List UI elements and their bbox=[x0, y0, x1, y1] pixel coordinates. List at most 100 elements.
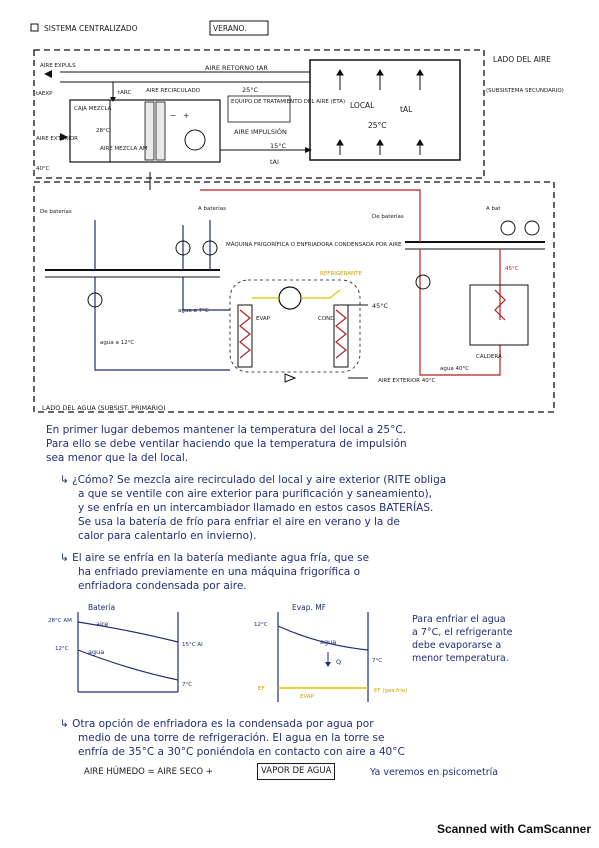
aire-exterior-bottom: AIRE EXTERIOR 40°C bbox=[378, 378, 436, 384]
side-note-1: Para enfriar el agua bbox=[412, 614, 506, 625]
boiler bbox=[469, 284, 529, 346]
note-line-11: enfriadora condensada por aire. bbox=[78, 580, 247, 592]
pump-icon-1 bbox=[175, 240, 191, 256]
equipo-label: EQUIPO DE TRATAMIENTO DEL AIRE (ETA) bbox=[231, 99, 345, 105]
pump-icon-6 bbox=[415, 274, 431, 290]
season-box bbox=[209, 20, 269, 36]
side-note-2: a 7°C, el refrigerante bbox=[412, 627, 513, 638]
graph1-end-bottom: 7°C bbox=[182, 682, 192, 688]
note-line-8: calor para calentarlo en invierno). bbox=[78, 530, 257, 542]
note-line-1: En primer lugar debemos mantener la temp… bbox=[46, 424, 407, 436]
heat-arrow-icon bbox=[325, 662, 331, 667]
caja-mezcla-label: CAJA MEZCLA bbox=[74, 106, 112, 112]
refr-temp: 45°C bbox=[372, 302, 389, 310]
aire-exterior-label: AIRE EXTERIOR bbox=[36, 136, 78, 142]
note-line-2: Para ello se debe ventilar haciendo que … bbox=[46, 438, 407, 450]
hvac-diagram: SISTEMA CENTRALIZADO VERANO. LADO DEL AI… bbox=[30, 20, 564, 413]
note-line-7: Se usa la batería de frío para enfriar e… bbox=[78, 516, 400, 528]
t-al-label: tAL bbox=[400, 105, 413, 114]
note-line-9: ↳ El aire se enfría en la batería median… bbox=[60, 552, 370, 564]
chiller-boundary bbox=[229, 279, 361, 373]
note-q1: ↳ Otra opción de enfriadora es la conden… bbox=[60, 718, 374, 730]
t-aexp-label: tAEXP bbox=[36, 91, 53, 97]
graph1-end-top: 15°C AI bbox=[182, 642, 203, 648]
mix-temp: 28°C bbox=[96, 128, 110, 134]
aire-retorno-label: AIRE RETORNO tAR bbox=[205, 64, 268, 72]
note-q4a: AIRE HÚMEDO = AIRE SECO + bbox=[84, 767, 213, 777]
graph1-y-top: 28°C AM bbox=[48, 618, 72, 624]
graph1-line-bottom: agua bbox=[88, 648, 104, 656]
aire-mezcla-label: AIRE MEZCLA AM bbox=[100, 146, 148, 152]
side-note-4: menor temperatura. bbox=[412, 653, 509, 664]
plus-sign: + bbox=[183, 111, 189, 120]
graphs: Batería 28°C AM 12°C aire agua 15°C AI 7… bbox=[48, 603, 407, 702]
graph1-title: Batería bbox=[88, 603, 115, 612]
right-water-pipes bbox=[200, 189, 501, 376]
note-line-6: y se enfría en un intercambiador llamado… bbox=[78, 502, 434, 514]
agua-12-label: agua a 12°C bbox=[100, 340, 134, 346]
graph2-y-top: 12°C bbox=[254, 622, 268, 628]
note-q4b: VAPOR DE AGUA bbox=[257, 763, 336, 780]
graph1-water-curve bbox=[77, 649, 179, 681]
note-q4c: Ya veremos en psicometría bbox=[370, 767, 499, 778]
graph2-evap-label: EVAP bbox=[300, 694, 315, 700]
note-q2: medio de una torre de refrigeración. El … bbox=[78, 732, 385, 744]
agua-40-label: agua 40°C bbox=[440, 366, 469, 372]
air-side-boundary bbox=[33, 49, 485, 179]
room-air-arrows bbox=[336, 69, 424, 155]
right-temp: 45°C bbox=[505, 266, 519, 272]
supply-arrow-icon bbox=[305, 147, 312, 153]
graph2-evap-right: EF (gas frío) bbox=[374, 687, 407, 694]
note-line-3: sea menor que la del local. bbox=[46, 452, 189, 464]
aire-expuls-label: AIRE EXPULS bbox=[40, 63, 76, 69]
a-baterias-left: A baterías bbox=[198, 205, 226, 212]
ext-temp-left: 40°C bbox=[36, 166, 50, 172]
graph2-left-evap: EF bbox=[258, 686, 265, 692]
lado-aire-label: LADO DEL AIRE bbox=[493, 55, 551, 64]
graph1-air-curve bbox=[77, 621, 179, 643]
graph2-title: Evap. MF bbox=[292, 603, 326, 612]
lado-aire-sub: (SUBSISTEMA SECUNDARIO) bbox=[486, 88, 564, 94]
note-line-5: a que se ventile con aire exterior para … bbox=[78, 488, 432, 500]
eta-box bbox=[227, 95, 291, 123]
pump-icon-5 bbox=[524, 220, 540, 236]
aire-recirculado-label: AIRE RECIRCULADO bbox=[146, 88, 201, 94]
header-season: VERANO. bbox=[213, 24, 247, 33]
graph1-line-top: aire bbox=[96, 620, 108, 628]
de-baterias-right: De baterías bbox=[372, 213, 404, 220]
pump-icon-4 bbox=[500, 220, 516, 236]
maquina-label: MÁQUINA FRIGORÍFICA O ENFRIADORA CONDENS… bbox=[226, 241, 402, 248]
pump-icon-2 bbox=[202, 240, 218, 256]
cooling-coil bbox=[144, 101, 155, 161]
de-baterias-left: De baterías bbox=[40, 208, 72, 215]
scanner-footer: Scanned with CamScanner bbox=[436, 822, 591, 836]
note-line-4: ↳ ¿Cómo? Se mezcla aire recirculado del … bbox=[60, 474, 447, 486]
note-q3: enfría de 35°C a 30°C poniéndola en cont… bbox=[78, 746, 405, 758]
side-note-3: debe evaporarse a bbox=[412, 640, 502, 651]
graph2-water-curve bbox=[277, 625, 369, 651]
checkbox-icon bbox=[30, 23, 39, 32]
evap-label: EVAP bbox=[256, 316, 271, 322]
a-baterias-right: A bat bbox=[486, 206, 501, 212]
local-room bbox=[309, 59, 461, 161]
supply-temp: 15°C bbox=[270, 142, 287, 150]
local-temp: 25°C bbox=[368, 121, 387, 130]
cond-label: COND bbox=[318, 316, 335, 322]
lado-agua-label: LADO DEL AGUA (SUBSIST. PRIMARIO) bbox=[42, 404, 166, 412]
minus-sign: − bbox=[170, 111, 176, 120]
t-arc-label: tARC bbox=[118, 90, 131, 96]
graph2-end: 7°C bbox=[372, 658, 382, 664]
condenser bbox=[333, 304, 349, 368]
note-line-10: ha enfriado previamente en una máquina f… bbox=[78, 566, 361, 578]
graph2-q: Q bbox=[336, 658, 341, 666]
evaporator bbox=[237, 304, 253, 368]
ahu-unit bbox=[69, 99, 221, 163]
left-water-pipes bbox=[94, 220, 230, 371]
header-title: SISTEMA CENTRALIZADO bbox=[44, 24, 138, 33]
local-label: LOCAL bbox=[350, 101, 375, 110]
agua-7-label: agua a 7°C bbox=[178, 308, 209, 314]
caldera-label: CALDERA bbox=[476, 354, 502, 360]
water-side-boundary bbox=[33, 181, 555, 413]
pump-icon-3 bbox=[87, 292, 103, 308]
aire-impulsion-label: AIRE IMPULSIÓN bbox=[234, 127, 287, 136]
